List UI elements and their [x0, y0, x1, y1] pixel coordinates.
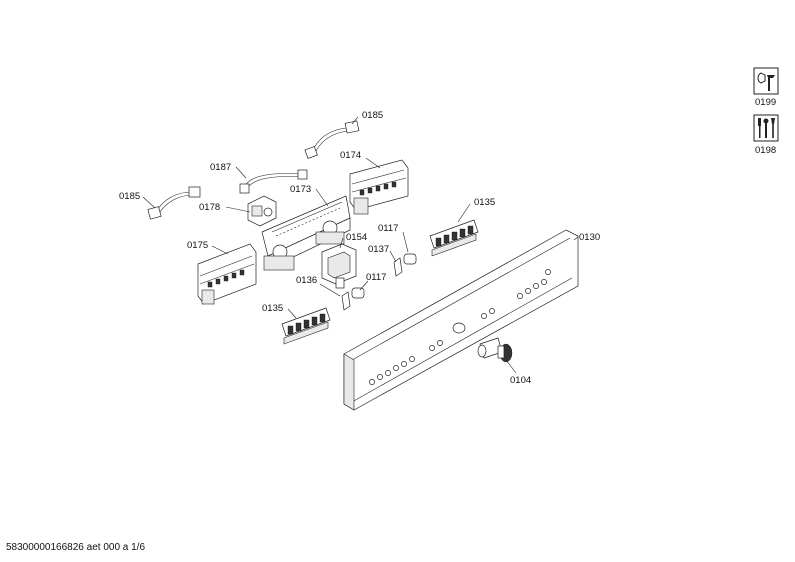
part-0117-lower[interactable]	[351, 287, 365, 299]
label-0175: 0175	[187, 240, 208, 251]
button-strip-0135-lower[interactable]	[281, 307, 331, 345]
label-0117-upper: 0117	[378, 223, 398, 234]
label-0185-left: 0185	[119, 191, 140, 202]
label-0185-top: 0185	[362, 110, 383, 121]
label-0136: 0136	[296, 275, 317, 286]
tools-icon[interactable]	[753, 114, 779, 142]
knob-0104[interactable]	[477, 337, 513, 363]
module-0174[interactable]	[349, 159, 409, 215]
label-0187: 0187	[210, 162, 231, 173]
bracket-0154[interactable]	[321, 243, 357, 289]
label-0130: 0130	[579, 232, 600, 243]
label-0137: 0137	[368, 244, 389, 255]
part-0136[interactable]	[341, 291, 351, 311]
control-board-0173[interactable]	[261, 195, 351, 271]
wrench-icon[interactable]	[753, 67, 779, 95]
part-0117-upper[interactable]	[403, 253, 417, 265]
label-0135-upper: 0135	[474, 197, 495, 208]
button-strip-0135-upper[interactable]	[429, 219, 479, 257]
switch-0178[interactable]	[247, 195, 277, 227]
label-0178: 0178	[199, 202, 220, 213]
label-0198: 0198	[755, 145, 777, 156]
control-panel-0130[interactable]	[343, 229, 579, 411]
label-0154: 0154	[346, 232, 367, 243]
document-footer: 58300000166826 aet 000 a 1/6	[6, 542, 146, 553]
part-0137[interactable]	[393, 257, 403, 277]
label-0174: 0174	[340, 150, 361, 161]
label-0135-lower: 0135	[262, 303, 283, 314]
cable-0187[interactable]	[239, 169, 308, 194]
label-0199: 0199	[755, 97, 777, 108]
cable-0185-top[interactable]	[304, 120, 360, 159]
label-0117-lower: 0117	[366, 272, 386, 283]
label-0173: 0173	[290, 184, 311, 195]
module-0175[interactable]	[197, 243, 257, 305]
cable-0185-left[interactable]	[147, 186, 201, 220]
label-0104: 0104	[510, 375, 531, 386]
